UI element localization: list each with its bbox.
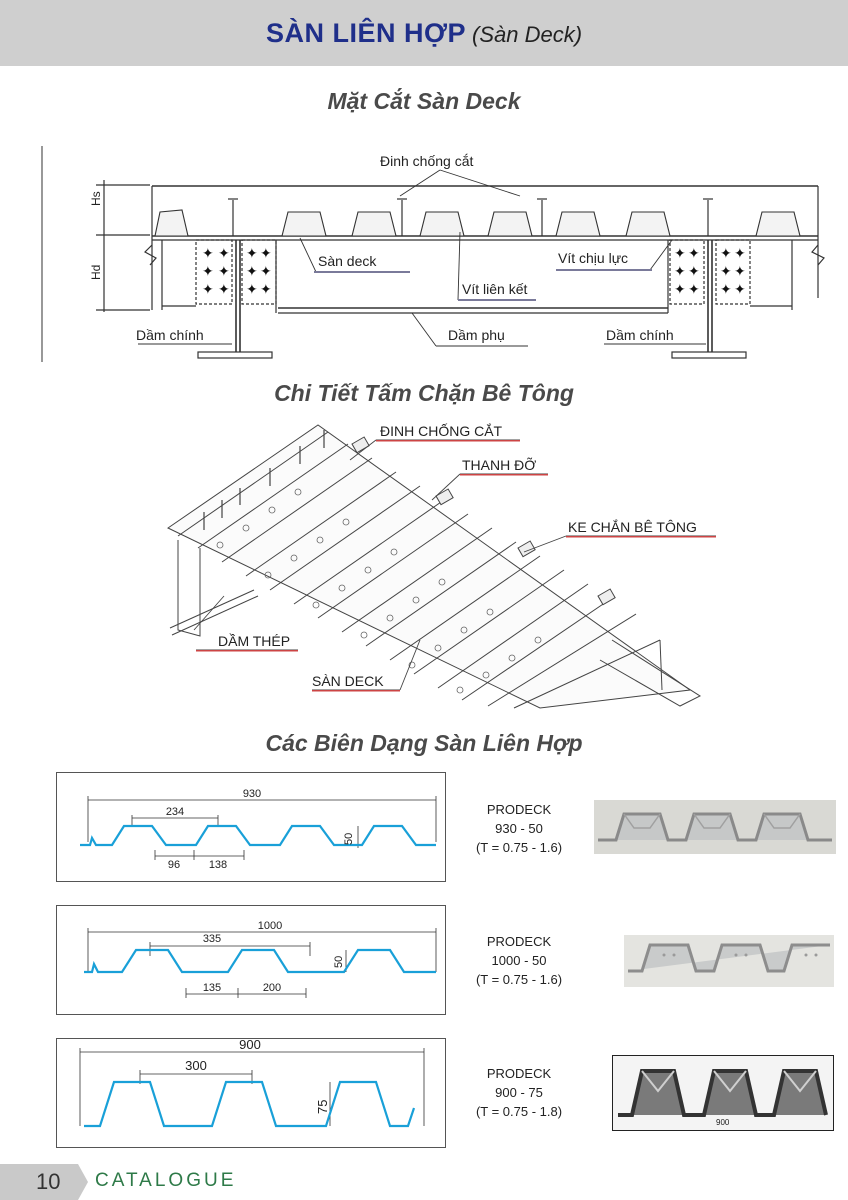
- profile-photo-1000: [624, 935, 834, 987]
- page-title-main: SÀN LIÊN HỢP: [265, 18, 466, 48]
- profile-thickness: (T = 0.75 - 1.6): [475, 972, 563, 987]
- profile-photo-900: 900: [612, 1055, 834, 1131]
- deck-label: Sàn deck: [318, 253, 377, 269]
- svg-text:✦: ✦: [260, 245, 272, 261]
- svg-text:✦: ✦: [720, 263, 732, 279]
- section-title-cross-section: Mặt Cắt Sàn Deck: [327, 88, 521, 114]
- svg-text:✦: ✦: [720, 245, 732, 261]
- footer-catalogue-label: CATALOGUE: [95, 1170, 237, 1191]
- hs-label: Hs: [89, 191, 103, 206]
- page-header: SÀN LIÊN HỢP(Sàn Deck): [0, 0, 848, 66]
- dim-pitch-1000: 335: [203, 933, 221, 945]
- dim-total-1000: 1000: [258, 920, 282, 932]
- profile-size: 1000 - 50: [491, 953, 547, 968]
- profile-spec-900: PRODECK 900 - 75 (T = 0.75 - 1.8): [464, 1064, 574, 1121]
- iso-shear-stud-label: ĐINH CHỐNG CẮT: [380, 422, 503, 439]
- profile-name: PRODECK: [486, 934, 552, 949]
- page-number-box: 10: [0, 1164, 78, 1200]
- profile-photo-930: [594, 800, 836, 854]
- svg-text:✦: ✦: [246, 263, 258, 279]
- concrete-stop-drawing: ĐINH CHỐNG CẮT THANH ĐỠ KE CHẮN BÊ TÔNG …: [167, 422, 716, 709]
- svg-text:✦: ✦: [688, 245, 700, 261]
- section-title-profiles: Các Biên Dạng Sàn Liên Hợp: [265, 730, 583, 756]
- svg-text:✦: ✦: [260, 263, 272, 279]
- profile-name: PRODECK: [486, 1066, 552, 1081]
- svg-text:✦: ✦: [218, 263, 230, 279]
- secondary-beam-label: Dầm phụ: [448, 327, 505, 343]
- svg-text:✦: ✦: [674, 281, 686, 297]
- main-beam-left-label: Dầm chính: [136, 327, 204, 343]
- page-title-sub: (Sàn Deck): [472, 22, 583, 47]
- svg-text:✦: ✦: [734, 245, 746, 261]
- iso-support-bar-label: THANH ĐỠ: [462, 457, 536, 473]
- dim-bottom-1000: 135: [203, 982, 221, 994]
- page-number: 10: [36, 1169, 61, 1194]
- svg-text:✦: ✦: [674, 245, 686, 261]
- profile-spec-1000: PRODECK 1000 - 50 (T = 0.75 - 1.6): [464, 932, 574, 989]
- cross-section-drawing: ✦✦ ✦✦ ✦✦ ✦✦ ✦✦ ✦✦ ✦✦ ✦✦ ✦✦ ✦✦ ✦✦ ✦✦ Hs H…: [41, 146, 825, 362]
- dim-bottom-930: 96: [168, 859, 180, 871]
- svg-text:✦: ✦: [734, 281, 746, 297]
- hd-label: Hd: [89, 265, 103, 280]
- profile-frame-900: [56, 1038, 446, 1148]
- profile-thickness: (T = 0.75 - 1.6): [475, 840, 563, 855]
- page-title: SÀN LIÊN HỢP(Sàn Deck): [0, 18, 848, 49]
- profile-size: 900 - 75: [495, 1085, 543, 1100]
- dim-height-1000: 50: [333, 956, 345, 968]
- footer-arrow-shape: [78, 1164, 88, 1200]
- svg-text:✦: ✦: [688, 263, 700, 279]
- profile-drawing-900: 900 300 75: [79, 1038, 425, 1128]
- svg-text:✦: ✦: [720, 281, 732, 297]
- photo-label-900: 900: [716, 1118, 730, 1127]
- dim-total-900: 900: [239, 1038, 261, 1052]
- bearing-screw-label: Vít chịu lực: [558, 250, 628, 266]
- svg-text:✦: ✦: [218, 281, 230, 297]
- iso-steel-beam-label: DẦM THÉP: [218, 633, 290, 649]
- svg-text:✦: ✦: [734, 263, 746, 279]
- dim-height-930: 50: [343, 833, 355, 845]
- dim-total-930: 930: [243, 788, 261, 800]
- profile-spec-930: PRODECK 930 - 50 (T = 0.75 - 1.6): [464, 800, 574, 857]
- profile-frame-1000: [56, 905, 446, 1015]
- profile-drawing-1000: 1000 335 50 135 200: [84, 920, 437, 998]
- dim-pitch-930: 234: [166, 806, 184, 818]
- iso-concrete-stop-label: KE CHẮN BÊ TÔNG: [568, 518, 697, 535]
- shear-stud-label: Đinh chống cắt: [380, 153, 474, 169]
- svg-text:✦: ✦: [260, 281, 272, 297]
- profile-size: 930 - 50: [495, 821, 543, 836]
- svg-text:✦: ✦: [202, 263, 214, 279]
- main-beam-right-label: Dầm chính: [606, 327, 674, 343]
- dim-pitch-900: 300: [185, 1058, 207, 1073]
- connection-screw-label: Vít liên kết: [462, 281, 527, 297]
- profile-thickness: (T = 0.75 - 1.8): [475, 1104, 563, 1119]
- svg-text:✦: ✦: [688, 281, 700, 297]
- svg-text:✦: ✦: [202, 281, 214, 297]
- svg-text:✦: ✦: [674, 263, 686, 279]
- iso-deck-label: SÀN DECK: [312, 673, 384, 689]
- dim-top-1000: 200: [263, 982, 281, 994]
- svg-text:✦: ✦: [202, 245, 214, 261]
- dim-top-930: 138: [209, 859, 227, 871]
- section-title-concrete-stop: Chi Tiết Tấm Chặn Bê Tông: [274, 380, 574, 406]
- profile-name: PRODECK: [486, 802, 552, 817]
- profile-drawing-930: 930 234 50 96 138: [80, 788, 437, 871]
- svg-text:✦: ✦: [218, 245, 230, 261]
- svg-text:✦: ✦: [246, 245, 258, 261]
- dim-height-900: 75: [315, 1100, 330, 1114]
- svg-text:✦: ✦: [246, 281, 258, 297]
